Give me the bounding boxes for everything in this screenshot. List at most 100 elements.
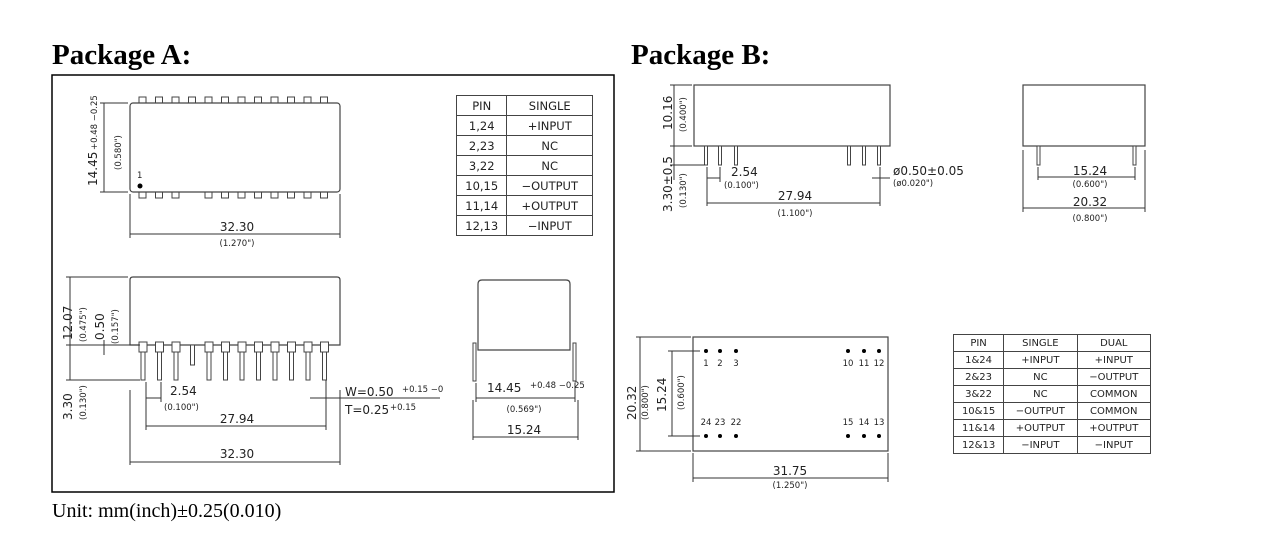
package-a-side-view: 12.07 (0.475") 0.50 (0.157") 3.30 (0.130… xyxy=(61,276,443,465)
pin-number: 14 xyxy=(859,418,870,428)
dim-text: 20.32 xyxy=(1073,195,1107,209)
pin-shoulder xyxy=(270,341,280,353)
pin-stub xyxy=(190,344,195,366)
pin-pad xyxy=(320,191,328,199)
dim-inch: (0.569") xyxy=(507,405,542,415)
dim-inch: (0.157") xyxy=(111,309,121,344)
table-cell: −OUTPUT xyxy=(1076,368,1152,386)
table-cell: 12&13 xyxy=(952,436,1005,454)
pin-pad xyxy=(155,96,163,104)
pin-pad xyxy=(254,191,262,199)
dim-text: 3.30 xyxy=(61,393,75,420)
pin-pad xyxy=(320,96,328,104)
unit-note: Unit: mm(inch)±0.25(0.010) xyxy=(52,500,281,522)
package-b-end-view: 15.24 (0.600") 20.32 (0.800") xyxy=(1022,84,1146,224)
table-cell: +INPUT xyxy=(1076,351,1152,369)
dim-inch: (0.130") xyxy=(79,385,89,420)
pin-number: 11 xyxy=(859,359,870,369)
pin-number: 15 xyxy=(843,418,854,428)
table-cell: 3,22 xyxy=(455,155,508,176)
pin-dot xyxy=(846,434,850,438)
table-row: 10,15−OUTPUT xyxy=(455,175,593,196)
pin-lead xyxy=(140,351,146,381)
pin-shoulder xyxy=(254,341,263,353)
table-row: 1,24+INPUT xyxy=(455,115,593,136)
pin-pad xyxy=(237,191,246,199)
package-a-title: Package A: xyxy=(52,39,191,71)
pin-number: 10 xyxy=(843,359,854,369)
table-row: 11&14+OUTPUT+OUTPUT xyxy=(952,419,1152,437)
pin-shoulder xyxy=(237,341,247,353)
table-cell: −INPUT xyxy=(506,215,593,236)
pin-number: 3 xyxy=(733,359,738,369)
pin-number: 24 xyxy=(701,418,712,428)
pin1-marker xyxy=(137,183,143,189)
table-cell: −INPUT xyxy=(1003,436,1078,454)
table-cell: DUAL xyxy=(1076,334,1152,352)
dim-tol: +0.48 −0.25 xyxy=(90,95,100,150)
pin-dot xyxy=(734,349,738,353)
pin-shoulder xyxy=(155,341,164,353)
pin-lead xyxy=(862,145,866,166)
dim-inch: (0.600") xyxy=(677,375,687,410)
dim-inch: (0.100") xyxy=(724,181,759,191)
pin-shoulder xyxy=(221,341,230,353)
pin-shoulder xyxy=(138,341,148,353)
pin-dot xyxy=(862,434,866,438)
table-cell: 1,24 xyxy=(455,115,508,136)
dim-text: T=0.25 xyxy=(344,403,389,417)
dim-text: 3.30±0.5 xyxy=(661,156,675,212)
package-b-bottom-view: 20.32 (0.800") 15.24 (0.600") 31.75 (1.2… xyxy=(625,336,889,491)
table-cell: 10&15 xyxy=(952,402,1005,420)
table-cell: NC xyxy=(506,135,593,156)
table-cell: PIN xyxy=(455,95,508,116)
dim-text: 15.24 xyxy=(655,378,669,412)
pin-lead xyxy=(239,351,245,381)
dim-text: 15.24 xyxy=(1073,164,1107,178)
dim-text: 27.94 xyxy=(220,412,254,426)
table-row: 12&13−INPUT−INPUT xyxy=(952,436,1152,454)
pin-pad xyxy=(221,191,229,199)
pin-dot xyxy=(704,434,708,438)
dim-inch: (ø0.020") xyxy=(893,179,933,189)
table-cell: 10,15 xyxy=(455,175,508,196)
dim-inch: (0.580") xyxy=(114,135,124,170)
pin-number: 22 xyxy=(731,418,742,428)
dim-inch: (0.800") xyxy=(641,385,651,420)
pin-pad xyxy=(204,96,213,104)
pin-dot xyxy=(877,349,881,353)
pin-lead xyxy=(877,145,881,166)
table-cell: 12,13 xyxy=(455,215,508,236)
dim-text: 0.50 xyxy=(93,313,107,340)
pin-dot xyxy=(704,349,708,353)
table-cell: NC xyxy=(1003,385,1078,403)
package-a-end-view: 14.45 +0.48 −0.25 (0.569") 15.24 xyxy=(472,279,585,440)
dim-text: 2.54 xyxy=(731,165,758,179)
pin-pad xyxy=(303,191,312,199)
pin-lead xyxy=(718,145,722,166)
pin-lead xyxy=(289,351,294,381)
table-cell: 1&24 xyxy=(952,351,1005,369)
pin-lead xyxy=(272,351,278,381)
table-cell: +INPUT xyxy=(1003,351,1078,369)
package-b-title: Package B: xyxy=(631,39,770,71)
pin-lead xyxy=(734,145,738,166)
dim-inch: (0.600") xyxy=(1073,180,1108,190)
pin-number: 2 xyxy=(717,359,722,369)
table-row: 1&24+INPUT+INPUT xyxy=(952,351,1152,369)
pin-number: 13 xyxy=(874,418,885,428)
dim-text: ø0.50±0.05 xyxy=(893,164,964,178)
table-row: 11,14+OUTPUT xyxy=(455,195,593,216)
table-cell: −OUTPUT xyxy=(1003,402,1078,420)
pin-pad xyxy=(171,96,180,104)
pin-lead xyxy=(305,351,311,381)
dim-inch: (0.400") xyxy=(679,97,689,132)
dim-inch: (0.800") xyxy=(1073,214,1108,224)
pin-shoulder xyxy=(171,341,181,353)
dim-inch: (0.100") xyxy=(164,403,199,413)
